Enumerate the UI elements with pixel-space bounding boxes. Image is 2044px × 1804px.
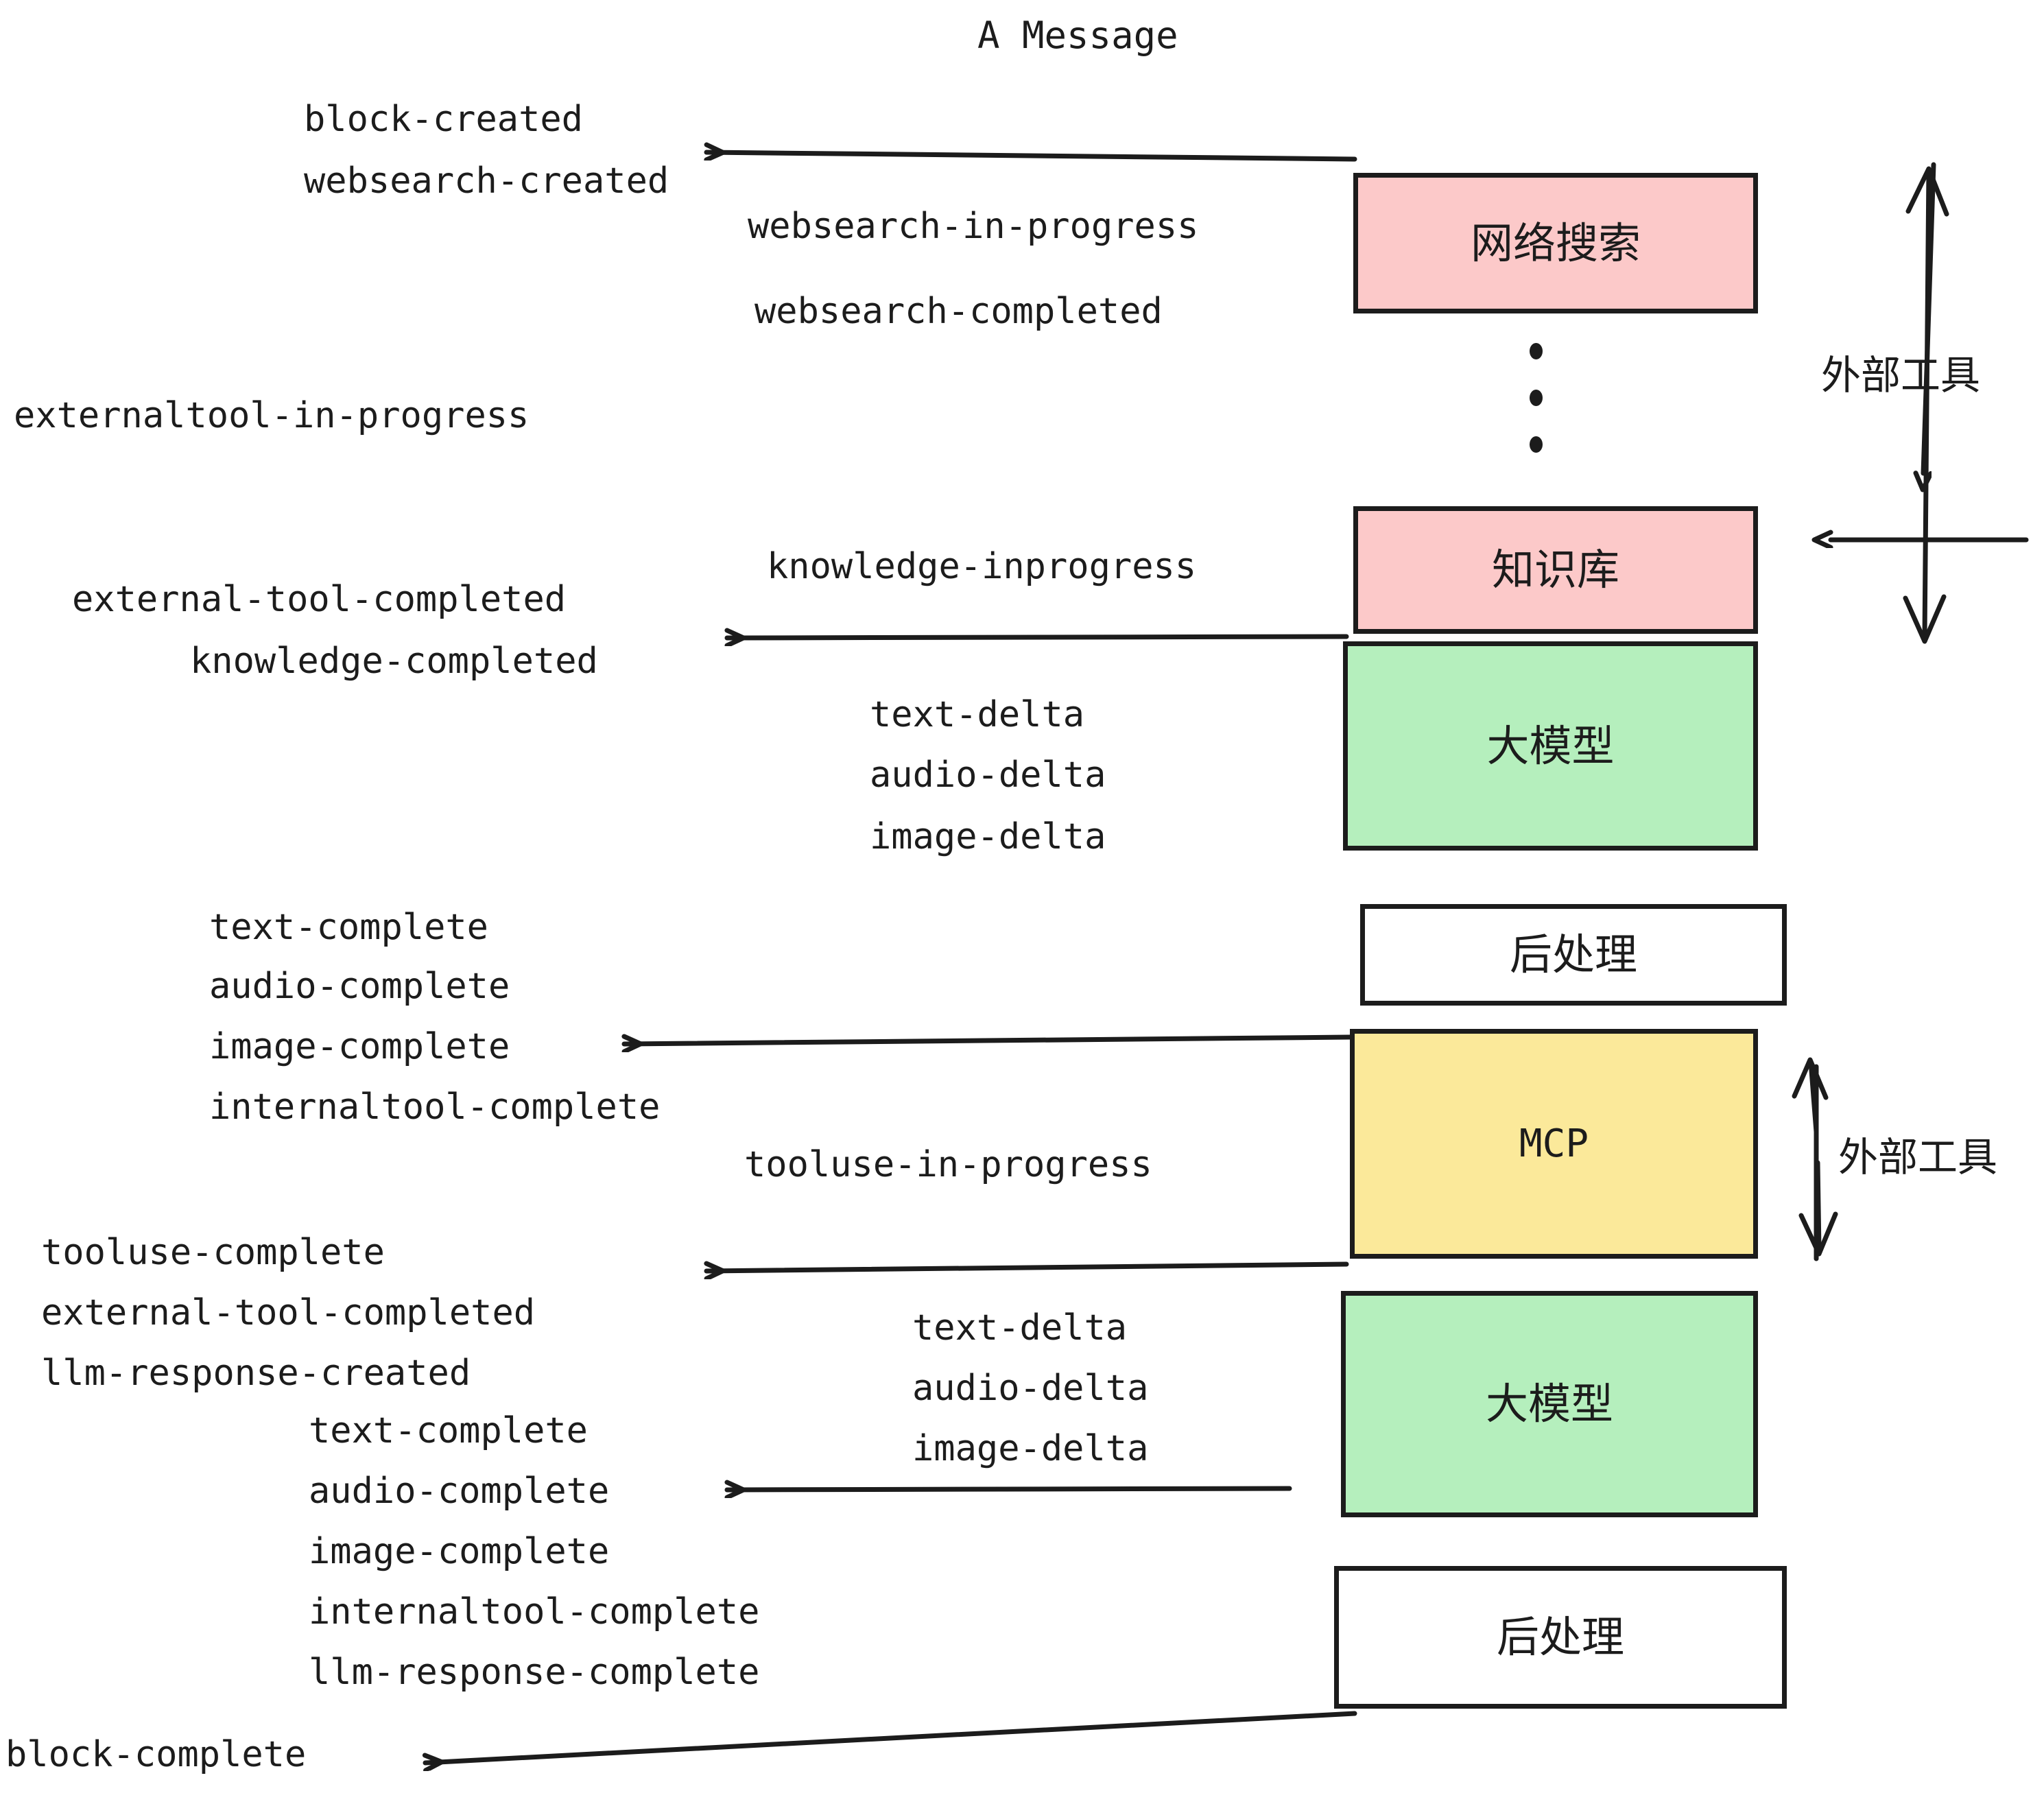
event-websearch-completed: websearch-completed bbox=[754, 291, 1163, 332]
event-websearch-created: websearch-created bbox=[304, 161, 669, 202]
box-postprocess-first-label: 后处理 bbox=[1509, 929, 1637, 980]
box-llm-first: 大模型 bbox=[1343, 641, 1758, 851]
external-tool-upper-arrowhead-bottom bbox=[1903, 594, 1947, 644]
event-internaltool-complete-1: internaltool-complete bbox=[209, 1087, 661, 1128]
event-block-created: block-created bbox=[304, 99, 583, 140]
external-tool-lower-shaft-top bbox=[1808, 1059, 1819, 1135]
event-externaltool-in-progress: externaltool-in-progress bbox=[14, 395, 530, 436]
arrow-image-complete bbox=[624, 1037, 1353, 1044]
annotation-external-tool-upper: 外部工具 bbox=[1821, 352, 1981, 399]
event-internaltool-complete-2: internaltool-complete bbox=[309, 1591, 760, 1633]
event-external-tool-completed-2: external-tool-completed bbox=[41, 1292, 536, 1333]
event-text-complete-1: text-complete bbox=[209, 907, 488, 948]
annotation-external-tool-lower: 外部工具 bbox=[1838, 1134, 1998, 1180]
ellipsis-dot bbox=[1529, 343, 1543, 359]
event-llm-response-created: llm-response-created bbox=[41, 1353, 471, 1394]
event-image-delta-1: image-delta bbox=[870, 816, 1106, 857]
event-audio-complete-2: audio-complete bbox=[309, 1471, 610, 1512]
external-tool-lower-arrowhead-top bbox=[1792, 1057, 1829, 1100]
box-websearch-label: 网络搜索 bbox=[1470, 217, 1641, 268]
box-llm-second-label: 大模型 bbox=[1485, 1379, 1613, 1429]
event-text-complete-2: text-complete bbox=[309, 1410, 588, 1451]
external-tool-upper-arrowhead-top bbox=[1905, 166, 1949, 217]
arrow-external-tool-upper-up bbox=[1923, 162, 1936, 473]
event-llm-response-complete: llm-response-complete bbox=[309, 1652, 760, 1693]
page-title: A Message bbox=[977, 14, 1178, 57]
event-block-complete: block-complete bbox=[5, 1734, 307, 1775]
event-image-complete-1: image-complete bbox=[209, 1026, 510, 1067]
vertical-ellipsis bbox=[1528, 343, 1543, 453]
arrow-audio-complete bbox=[727, 1488, 1292, 1490]
event-websearch-in-progress: websearch-in-progress bbox=[748, 206, 1199, 247]
box-llm-second: 大模型 bbox=[1341, 1291, 1758, 1517]
event-audio-delta-2: audio-delta bbox=[912, 1368, 1149, 1409]
external-tool-lower-arrowhead-bottom bbox=[1798, 1211, 1838, 1257]
event-knowledge-completed: knowledge-completed bbox=[190, 641, 598, 682]
box-knowledge-label: 知识库 bbox=[1491, 545, 1619, 595]
arrow-block-complete bbox=[425, 1711, 1357, 1763]
event-tooluse-complete: tooluse-complete bbox=[41, 1232, 385, 1273]
external-tool-upper-shaft bbox=[1922, 169, 1932, 641]
event-audio-complete-1: audio-complete bbox=[209, 966, 510, 1007]
arrow-knowledge-completed bbox=[727, 637, 1349, 638]
box-mcp: MCP bbox=[1350, 1029, 1758, 1259]
event-image-delta-2: image-delta bbox=[912, 1428, 1149, 1469]
box-postprocess-second: 后处理 bbox=[1334, 1566, 1787, 1709]
event-text-delta-1: text-delta bbox=[870, 694, 1085, 735]
box-knowledge: 知识库 bbox=[1353, 506, 1758, 634]
event-tooluse-in-progress: tooluse-in-progress bbox=[744, 1144, 1152, 1185]
event-knowledge-inprogress: knowledge-inprogress bbox=[767, 546, 1197, 587]
external-tool-lower-shaft-bottom bbox=[1815, 1160, 1822, 1253]
box-postprocess-second-label: 后处理 bbox=[1496, 1612, 1624, 1662]
event-image-complete-2: image-complete bbox=[309, 1531, 610, 1572]
arrow-tooluse-complete bbox=[706, 1264, 1349, 1271]
ellipsis-dot bbox=[1529, 436, 1543, 453]
box-mcp-label: MCP bbox=[1519, 1121, 1589, 1166]
event-external-tool-completed-1: external-tool-completed bbox=[72, 579, 567, 620]
event-audio-delta-1: audio-delta bbox=[870, 755, 1106, 796]
box-websearch: 网络搜索 bbox=[1353, 173, 1758, 313]
box-llm-first-label: 大模型 bbox=[1486, 720, 1615, 771]
event-text-delta-2: text-delta bbox=[912, 1307, 1128, 1349]
arrow-websearch-to-block bbox=[706, 152, 1357, 162]
box-postprocess-first: 后处理 bbox=[1360, 904, 1787, 1006]
ellipsis-dot bbox=[1529, 390, 1543, 406]
